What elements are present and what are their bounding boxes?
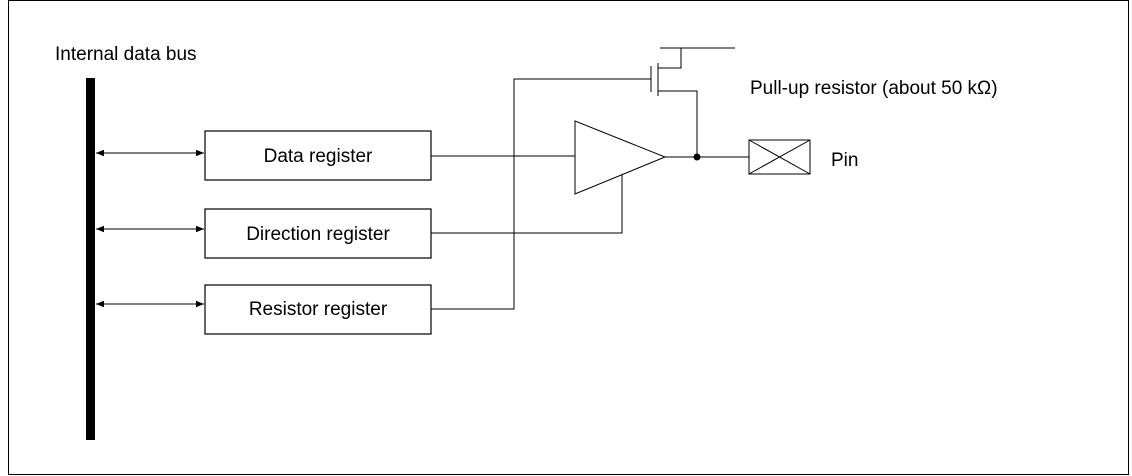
bus-label: Internal data bus [55, 44, 197, 65]
resistor-signal-wire [431, 78, 651, 310]
resistor-register-label: Resistor register [249, 299, 388, 320]
transistor-source [658, 48, 682, 69]
resistor-register-box [204, 284, 432, 335]
direction-register-label: Direction register [246, 224, 390, 245]
figure-frame [8, 0, 1129, 475]
transistor-drain [658, 90, 698, 157]
pin-cross-2 [748, 139, 811, 175]
pin-label: Pin [831, 150, 858, 171]
internal-data-bus [86, 78, 95, 440]
data-register-box [204, 130, 432, 181]
direction-register-box [204, 208, 432, 259]
data-register-label: Data register [264, 146, 373, 167]
pull-up-label: Pull-up resistor (about 50 kΩ) [750, 78, 998, 99]
output-buffer [574, 120, 667, 195]
direction-signal-wire [431, 174, 623, 234]
